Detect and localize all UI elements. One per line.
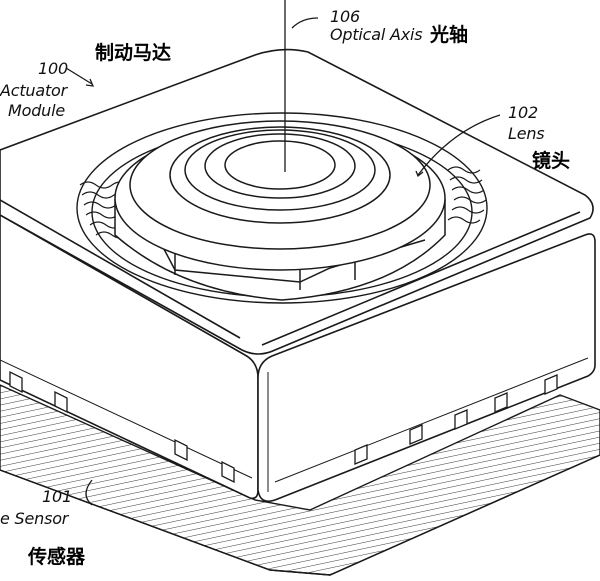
optical-axis-cn-label: 光轴 xyxy=(430,24,469,46)
sensor-cn-label: 传感器 xyxy=(28,546,86,568)
base-clips xyxy=(9,370,558,484)
lens-number: 102 xyxy=(508,103,538,122)
sensor-number: 101 xyxy=(42,487,72,506)
lens-cn-label: 镜头 xyxy=(532,150,571,172)
optical-axis-number: 106 xyxy=(330,7,360,26)
spring-right xyxy=(447,166,487,224)
actuator-cn-label: 制动马达 xyxy=(95,42,172,64)
lens-label: Lens xyxy=(508,124,545,143)
actuator-number: 100 xyxy=(38,59,68,78)
actuator-label-line2: Module xyxy=(8,101,65,120)
lens-assembly xyxy=(114,120,446,301)
actuator-label-line1: Actuator xyxy=(0,81,68,100)
leader-lines xyxy=(65,17,501,506)
sensor-label: e Sensor xyxy=(0,509,69,528)
optical-axis-label: Optical Axis xyxy=(330,25,423,44)
image-sensor-base xyxy=(0,384,600,576)
